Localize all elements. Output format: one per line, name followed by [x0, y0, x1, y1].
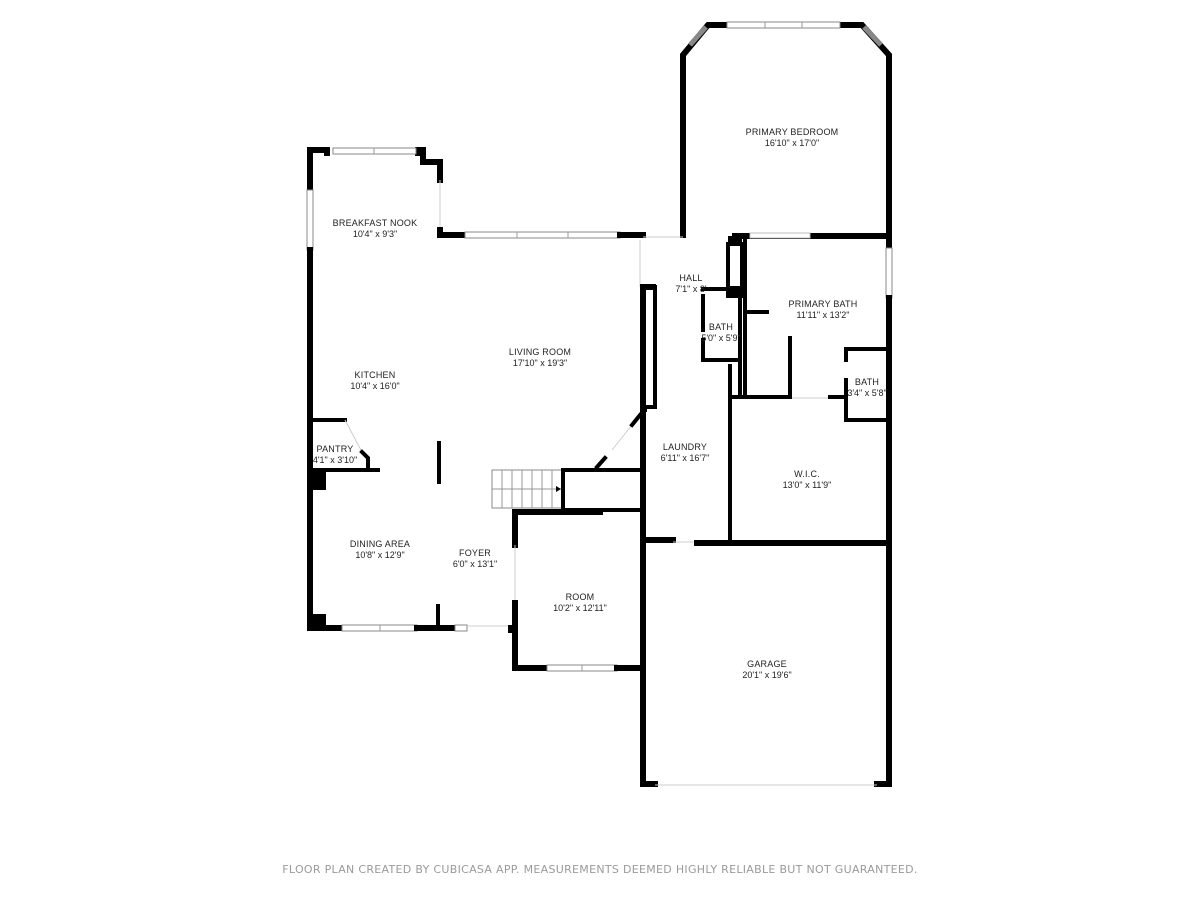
room-label-bath-2: BATH 3'4" x 5'8" [847, 377, 886, 399]
room-dimensions: 6'11" x 16'7" [660, 453, 710, 463]
room-name: PRIMARY BATH [788, 299, 858, 309]
west-wing-walls [306, 147, 510, 632]
garage-walls [640, 540, 892, 787]
room-name: BREAKFAST NOOK [332, 218, 418, 228]
room-name: ROOM [565, 592, 595, 602]
room-name: W.I.C. [794, 469, 820, 479]
room-name: LAUNDRY [662, 442, 708, 452]
room-dimensions: 11'11" x 13'2" [796, 310, 850, 320]
room-label-hall: HALL 7'1" x 8' [675, 273, 706, 295]
room-name: DINING AREA [349, 539, 411, 549]
room-label-living-room: LIVING ROOM 17'10" x 19'3" [509, 347, 571, 369]
core-walls [640, 232, 893, 546]
room-dimensions: 3'4" x 5'8" [847, 388, 887, 398]
room-label-pantry: PANTRY 4'1" x 3'10" [313, 444, 357, 466]
room-dimensions: 16'10" x 17'0" [764, 138, 820, 148]
room-dimensions: 13'0" x 11'9" [782, 480, 832, 490]
room-name: LIVING ROOM [508, 347, 572, 357]
room-label-kitchen: KITCHEN 10'4" x 16'0" [350, 370, 399, 392]
room-label-bath-1: BATH 5'0" x 5'9" [701, 322, 740, 344]
staircase [491, 468, 642, 512]
floor-plan-disclaimer: FLOOR PLAN CREATED BY CUBICASA APP. MEAS… [282, 863, 918, 876]
room-name: KITCHEN [354, 370, 396, 380]
room-name: PRIMARY BEDROOM [745, 127, 839, 137]
room-dimensions: 10'2" x 12'11" [553, 603, 607, 613]
room-label-breakfast-nook: BREAKFAST NOOK 10'4" x 9'3" [333, 218, 418, 240]
room-dimensions: 10'4" x 16'0" [350, 381, 400, 391]
room-name: PANTRY [316, 444, 354, 454]
room-label-primary-bath: PRIMARY BATH 11'11" x 13'2" [789, 299, 858, 321]
room-label-dining-area: DINING AREA 10'8" x 12'9" [350, 539, 410, 561]
room-dimensions: 10'4" x 9'3" [352, 229, 398, 239]
room-name: FOYER [458, 548, 492, 558]
room-label-laundry: LAUNDRY 6'11" x 16'7" [661, 442, 710, 464]
living-room-walls [464, 231, 683, 470]
room-dimensions: 10'8" x 12'9" [355, 550, 405, 560]
room-name: BATH [854, 377, 880, 387]
room-name: HALL [679, 273, 703, 283]
room-label-room: ROOM 10'2" x 12'11" [553, 592, 607, 614]
room-label-primary-bedroom: PRIMARY BEDROOM 16'10" x 17'0" [746, 127, 839, 149]
room-name: BATH [708, 322, 734, 332]
room-walls [508, 509, 644, 672]
room-dimensions: 7'1" x 8' [675, 284, 707, 294]
room-dimensions: 4'1" x 3'10" [312, 455, 358, 465]
primary-bedroom-walls [680, 21, 892, 238]
room-label-wic: W.I.C. 13'0" x 11'9" [783, 469, 832, 491]
room-dimensions: 17'10" x 19'3" [512, 358, 568, 368]
room-label-garage: GARAGE 20'1" x 19'6" [742, 659, 791, 681]
room-dimensions: 5'0" x 5'9" [701, 333, 741, 343]
room-dimensions: 6'0" x 13'1" [452, 559, 498, 569]
room-dimensions: 20'1" x 19'6" [742, 670, 792, 680]
room-name: GARAGE [747, 659, 787, 669]
room-label-foyer: FOYER 6'0" x 13'1" [453, 548, 497, 570]
